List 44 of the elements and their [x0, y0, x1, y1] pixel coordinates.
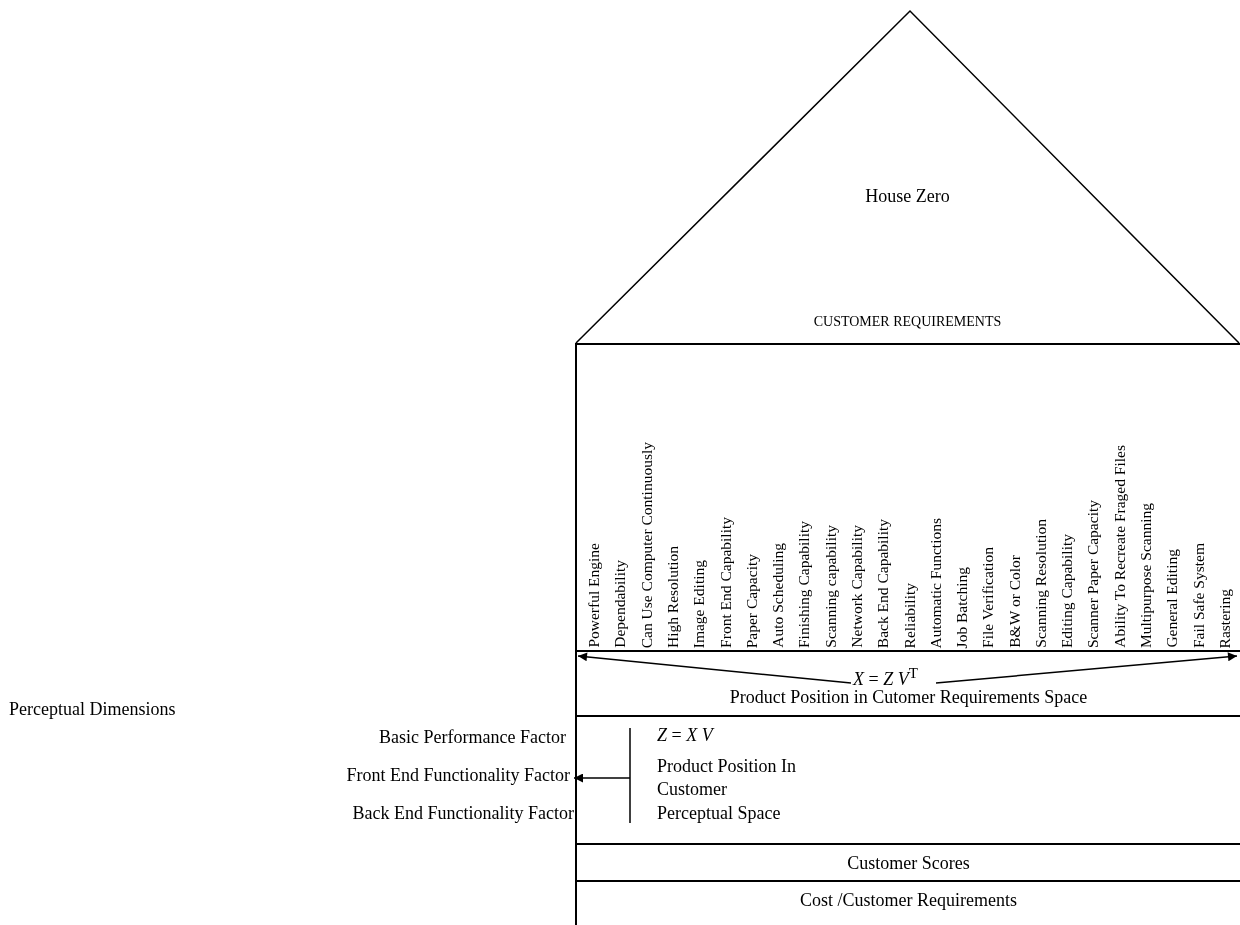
requirement-label: Finishing Capability [796, 520, 812, 648]
requirement-label: Scanning capability [822, 525, 839, 648]
house-roof [575, 10, 1240, 343]
house-section [575, 843, 1240, 880]
requirement-label: General Editing [1164, 549, 1180, 648]
requirement-label: Ability To Recreate Fraged Files [1111, 445, 1128, 648]
arrow [573, 773, 631, 783]
requirement-label: Job Batching [954, 566, 970, 648]
requirement-label: Dependability [612, 560, 628, 648]
house-section [575, 715, 1240, 843]
section-label: Customer Scores [846, 854, 971, 874]
requirement-label: Powerful Engine [586, 543, 602, 648]
section-label: Cost /Customer Requirements [799, 891, 1018, 911]
formula: X = Z V$^{T}$ [853, 665, 918, 690]
factor-label: Basic Performance Factor [379, 728, 566, 748]
requirement-label: B&W or Color [1006, 555, 1023, 648]
requirement-label: Scanner Paper Capacity [1085, 499, 1101, 648]
requirement-label: Auto Scheduling [770, 543, 786, 648]
requirement-label: Image Editing [691, 559, 707, 648]
requirement-label: Reliability [901, 582, 917, 648]
requirement-label: Multipurpose Scanning [1138, 502, 1154, 648]
requirement-label: Paper Capacity [743, 553, 760, 648]
requirement-label: Editing Capability [1059, 533, 1075, 648]
requirement-label: High Resolution [664, 545, 681, 648]
requirement-label: Front End Capability [717, 517, 734, 648]
requirement-label: Automatic Functions [927, 517, 944, 648]
requirement-label: Rastering [1216, 588, 1233, 648]
requirement-label: Scanning Resolution [1032, 519, 1049, 648]
requirement-label: Fail Safe System [1190, 542, 1207, 648]
factor-label: Back End Functionality Factor [352, 804, 574, 824]
requirement-label: File Verification [980, 547, 996, 648]
formula: Z = X V [657, 726, 713, 746]
requirement-label: Back End Capability [875, 518, 891, 648]
requirement-label: Network Capability [848, 525, 865, 648]
house-title: House Zero [864, 187, 951, 207]
section-heading: CUSTOMER REQUIREMENTS [812, 314, 1003, 330]
factor-label: Front End Functionality Factor [346, 766, 570, 786]
section-label: Product Position in Cutomer Requirements Space [728, 688, 1089, 708]
house-section [575, 880, 1240, 925]
house-section [575, 650, 1240, 715]
requirements-section [575, 343, 1240, 650]
axis-heading: Perceptual Dimensions [9, 700, 176, 720]
section-label: Product Position In Customer Perceptual Space [657, 755, 797, 825]
requirement-label: Can Use Computer Continuously [638, 441, 655, 648]
